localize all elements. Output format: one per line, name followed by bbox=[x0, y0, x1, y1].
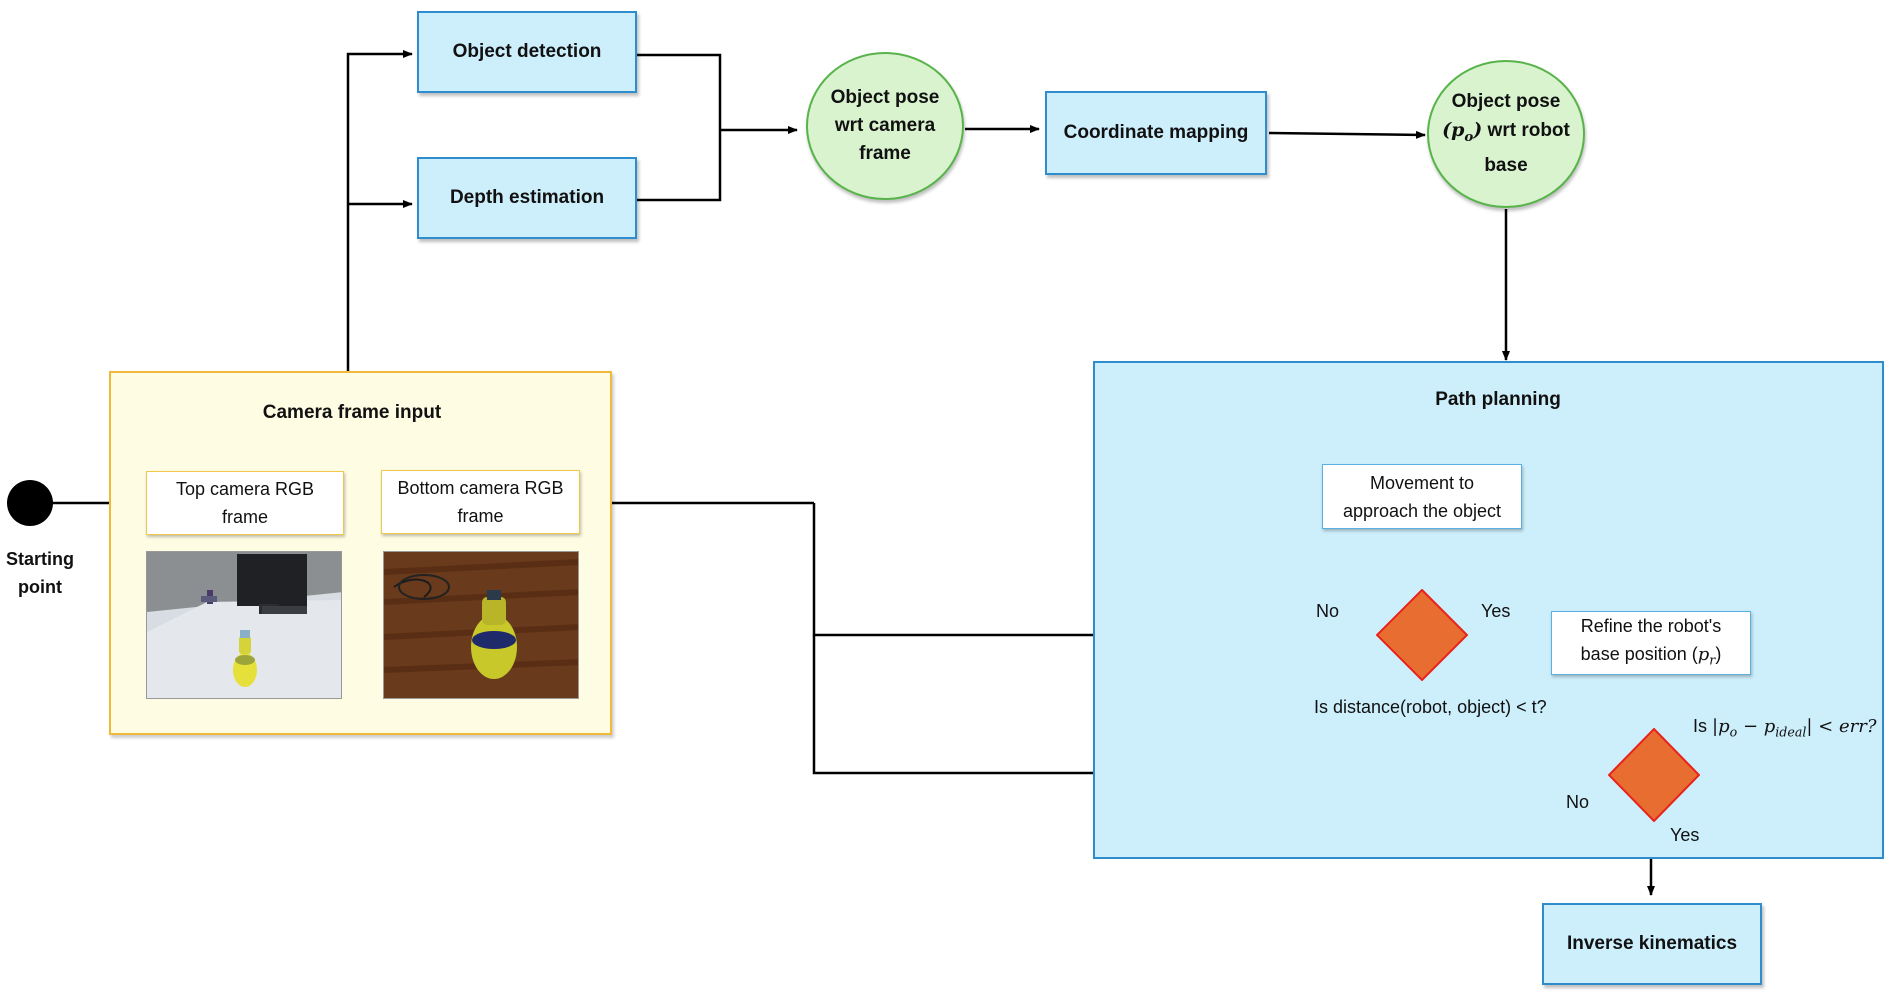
object-detection-label: Object detection bbox=[452, 41, 602, 62]
starting-point-dot bbox=[7, 480, 53, 526]
depth-estimation-label: Depth estimation bbox=[449, 187, 605, 208]
decision2-question: Is |po − pideal| < err? bbox=[1693, 716, 1877, 740]
path-planning-title: Path planning bbox=[1435, 389, 1561, 410]
inverse-kinematics-box: Inverse kinematics bbox=[1542, 903, 1762, 985]
object-pose-camera-node: Object pose wrt camera frame bbox=[806, 52, 964, 200]
pose-camera-line2: wrt camera bbox=[834, 115, 936, 136]
decision1-question: Is distance(robot, object) < t? bbox=[1314, 697, 1547, 717]
decision1-diamond bbox=[1376, 589, 1468, 681]
pose-robot-line3: base bbox=[1484, 154, 1528, 176]
starting-point-label: Starting point bbox=[5, 549, 74, 597]
camera-panel-title: Camera frame input bbox=[262, 402, 442, 423]
refine-base-position-box: Refine the robot's base position (pr) bbox=[1551, 611, 1751, 675]
bottom-camera-image bbox=[383, 551, 579, 699]
decision1-yes-label: Yes bbox=[1481, 601, 1511, 621]
inverse-kinematics-label: Inverse kinematics bbox=[1566, 933, 1738, 954]
decision2-yes-label: Yes bbox=[1670, 825, 1700, 845]
object-detection-box: Object detection bbox=[417, 11, 637, 93]
coordinate-mapping-box: Coordinate mapping bbox=[1045, 91, 1267, 175]
pose-robot-line2: wrt robot bbox=[1482, 120, 1570, 142]
object-pose-robot-node: Object pose (po) wrt robot base bbox=[1427, 60, 1585, 208]
pose-robot-line1: Object pose bbox=[1451, 91, 1561, 113]
pose-robot-symbol: (po) bbox=[1442, 119, 1483, 145]
top-camera-frame-box: Top camera RGB frame bbox=[146, 471, 344, 535]
bottom-camera-frame-box: Bottom camera RGB frame bbox=[381, 470, 580, 534]
path-planning-panel bbox=[1093, 361, 1884, 859]
coordinate-mapping-label: Coordinate mapping bbox=[1063, 122, 1249, 143]
depth-estimation-box: Depth estimation bbox=[417, 157, 637, 239]
top-camera-image bbox=[146, 551, 342, 699]
detection-merge-line bbox=[637, 53, 722, 202]
decision2-diamond bbox=[1608, 728, 1700, 822]
decision1-no-label: No bbox=[1316, 601, 1340, 621]
pose-camera-line3: frame bbox=[859, 143, 911, 164]
approach-object-box: Movement to approach the object bbox=[1322, 464, 1522, 529]
camera-to-detection-arrow bbox=[346, 50, 413, 371]
pose-camera-line1: Object pose bbox=[830, 87, 940, 108]
decision2-no-label: No bbox=[1566, 792, 1590, 812]
mapping-to-pose-robot-arrow bbox=[1268, 130, 1426, 139]
